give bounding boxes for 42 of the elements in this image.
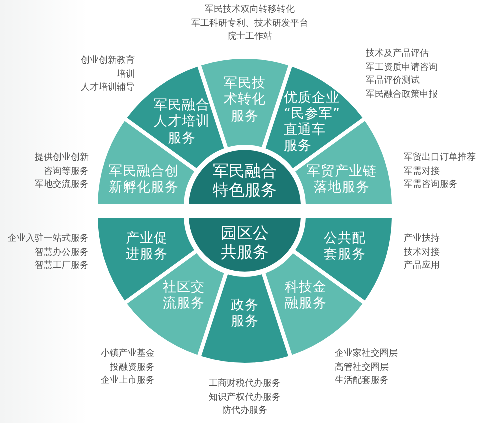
segment-label: 军民融合人才培训服务: [154, 98, 210, 146]
service-note: 创业创新教育: [81, 55, 135, 68]
service-note: 投融资服务: [110, 362, 155, 375]
segment-label: 产业促进服务: [126, 230, 168, 264]
service-note: 企业入驻一站式服务: [8, 233, 89, 246]
service-note: 军需咨询服务: [404, 179, 458, 192]
service-note: 企业家社交圈层: [335, 348, 398, 361]
service-note: 技术及产品评估: [366, 48, 429, 61]
service-note: 工商财税代办服务: [209, 378, 281, 391]
segment-label: 政务服务: [231, 298, 259, 330]
service-note: 小镇产业基金: [101, 348, 155, 361]
hub-label: 军民融合特色服务: [213, 162, 277, 200]
service-note: 人才培训辅导: [81, 82, 135, 96]
service-note: 生活配套服务: [335, 375, 389, 388]
segment-label: 军贸产业链落地服务: [307, 164, 377, 196]
service-note: 军工科研专利、技术研发平台: [192, 18, 308, 31]
service-note: 知识产权代办服务: [209, 392, 281, 405]
service-note: 高管社交圈层: [335, 362, 389, 375]
service-note: 智慧办公服务: [35, 246, 89, 260]
service-note: 产品应用: [404, 260, 440, 274]
service-note: 技术对接: [404, 246, 440, 260]
segment-label: 军民技术转化服务: [224, 76, 266, 124]
service-note: 产业扶持: [404, 233, 440, 246]
segment-label: 公共配套服务: [324, 230, 366, 264]
hub-label: 园区公共服务: [221, 224, 269, 262]
service-note: 军贸出口订单推荐: [404, 152, 476, 165]
segment-label: 军民融合创新孵化服务: [109, 164, 179, 196]
service-note: 军民融合政策申报: [366, 88, 438, 102]
segment-label: 科技金融服务: [285, 280, 327, 312]
service-note: 军需对接: [404, 166, 440, 179]
service-note: 企业上市服务: [101, 375, 155, 388]
service-note: 军地交流服务: [35, 179, 89, 192]
service-note: 军工资质申请咨询: [366, 62, 438, 75]
service-note: 军民技术双向转移转化: [205, 4, 295, 17]
service-note: 培训: [117, 68, 135, 82]
service-note: 提供创业创新咨询等服务: [35, 152, 89, 179]
service-note: 军品评价测试: [366, 75, 420, 88]
segment-label: 优质企业“民参军”直通车服务: [284, 90, 340, 154]
service-note: 智慧工厂服务: [35, 260, 89, 274]
service-note: 院士工作站: [228, 31, 272, 44]
service-note: 防代办服务: [222, 405, 268, 418]
segment-label: 社区交流服务: [163, 280, 205, 312]
